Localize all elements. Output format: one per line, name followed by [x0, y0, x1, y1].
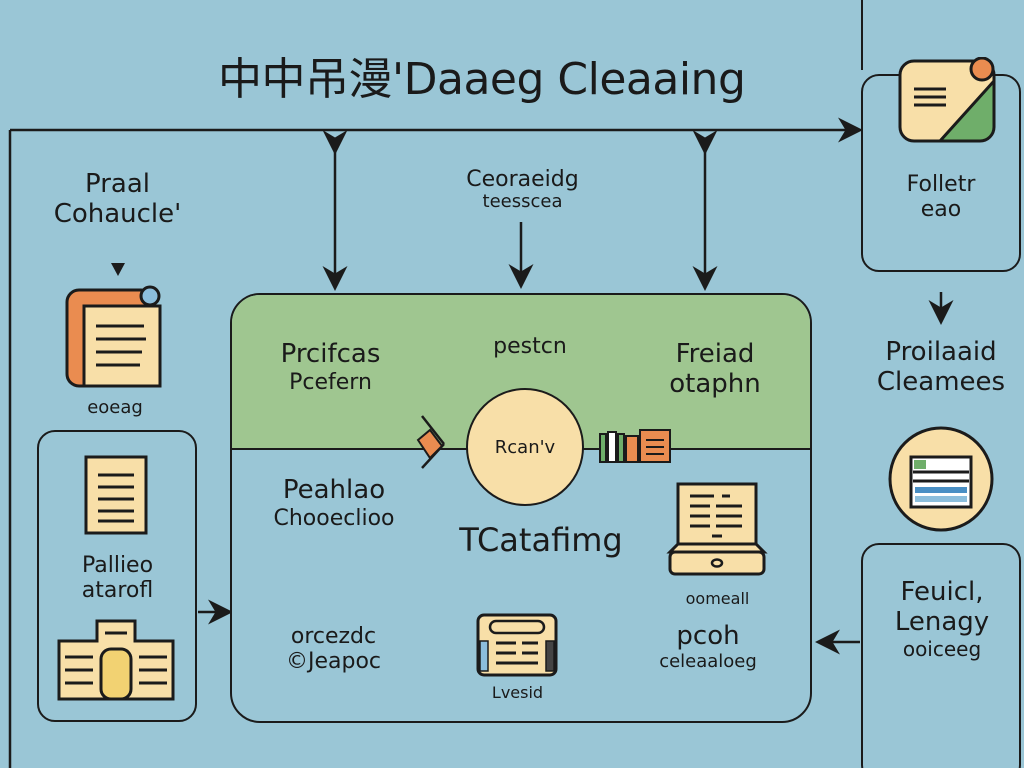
window-list-icon — [888, 426, 994, 532]
file-note-icon — [898, 57, 996, 143]
center-top-left-line2: Pcefern — [289, 369, 372, 395]
tag-icon — [416, 415, 445, 469]
center-bottom-row-right-line1: pcoh — [676, 621, 740, 651]
right-bottom-box-line2: Lenagy — [894, 606, 990, 637]
document-icon — [84, 455, 148, 535]
diagram-title: 中中吊漫'Daaeg Cleaaing — [218, 54, 746, 105]
center-bottom-left-line2: Chooeclioo — [273, 505, 395, 531]
hub-node: Rcan'v — [466, 388, 584, 506]
left-box-label-line1: Pallieo — [81, 553, 154, 578]
right-top-box-line1: Folletr — [906, 172, 976, 197]
center-top-right-line1: Freiad — [675, 339, 755, 369]
left-top-heading: Praal Cohaucle' — [45, 169, 190, 230]
right-bottom-box — [861, 543, 1021, 768]
right-bottom-box-line1: Feuicl, — [900, 577, 984, 607]
center-bottom-row-left-line2: ©Jeapoc — [285, 649, 382, 675]
right-bottom-box-label: Feuicl, Lenagy ooiceeg — [868, 577, 1016, 661]
center-bottom-row-right-label: pcoh celeaaloeg — [618, 621, 798, 673]
center-top-right-label: Freiad otaphn — [650, 339, 780, 400]
center-top-left-label: Prcifcas Pcefern — [248, 339, 413, 395]
center-main-label: TCatafimg — [459, 521, 623, 559]
center-top-left-line1: Prcifcas — [280, 339, 381, 369]
right-middle-label: Proilaaid Cleamees — [858, 337, 1024, 398]
left-box-label: Pallieo atarofl — [45, 553, 190, 604]
center-bottom-row-left-label: orcezdc ©Jeapoc — [246, 624, 421, 675]
right-top-box-line2: eao — [920, 197, 962, 223]
right-middle-line2: Cleamees — [876, 366, 1006, 397]
building-icon — [57, 619, 175, 701]
computer-caption: oomeall — [685, 589, 750, 608]
left-top-heading-line2: Cohaucle' — [53, 198, 182, 229]
center-bottom-left-line1: Peahlao — [282, 475, 386, 505]
left-box — [37, 430, 197, 722]
books-icon — [599, 429, 671, 463]
right-bottom-box-line3: ooiceeg — [902, 636, 982, 661]
top-center-label: Ceoraeidg teesscea — [420, 167, 625, 213]
left-top-heading-line1: Praal — [85, 169, 150, 199]
center-top-right-line2: otaphn — [669, 368, 761, 399]
left-box-label-line2: atarofl — [81, 578, 154, 604]
storage-icon — [476, 613, 558, 677]
center-bottom-left-label: Peahlao Chooeclioo — [244, 475, 424, 531]
center-top-middle-label: pestcn — [493, 334, 567, 359]
top-center-label-line2: teesscea — [482, 191, 563, 213]
notebook-icon — [65, 285, 162, 388]
right-top-box-label: Folletr eao — [870, 172, 1012, 223]
left-top-caption: eoeag — [87, 397, 143, 418]
top-center-label-line1: Ceoraeidg — [466, 167, 579, 192]
left-down-triangle — [111, 263, 125, 276]
center-bottom-row-left-line1: orcezdc — [290, 624, 377, 649]
computer-icon — [666, 482, 768, 576]
hub-label: Rcan'v — [494, 436, 556, 458]
storage-caption: Lvesid — [491, 683, 544, 702]
right-middle-line1: Proilaaid — [885, 337, 997, 367]
center-bottom-row-right-line2: celeaaloeg — [659, 650, 757, 672]
